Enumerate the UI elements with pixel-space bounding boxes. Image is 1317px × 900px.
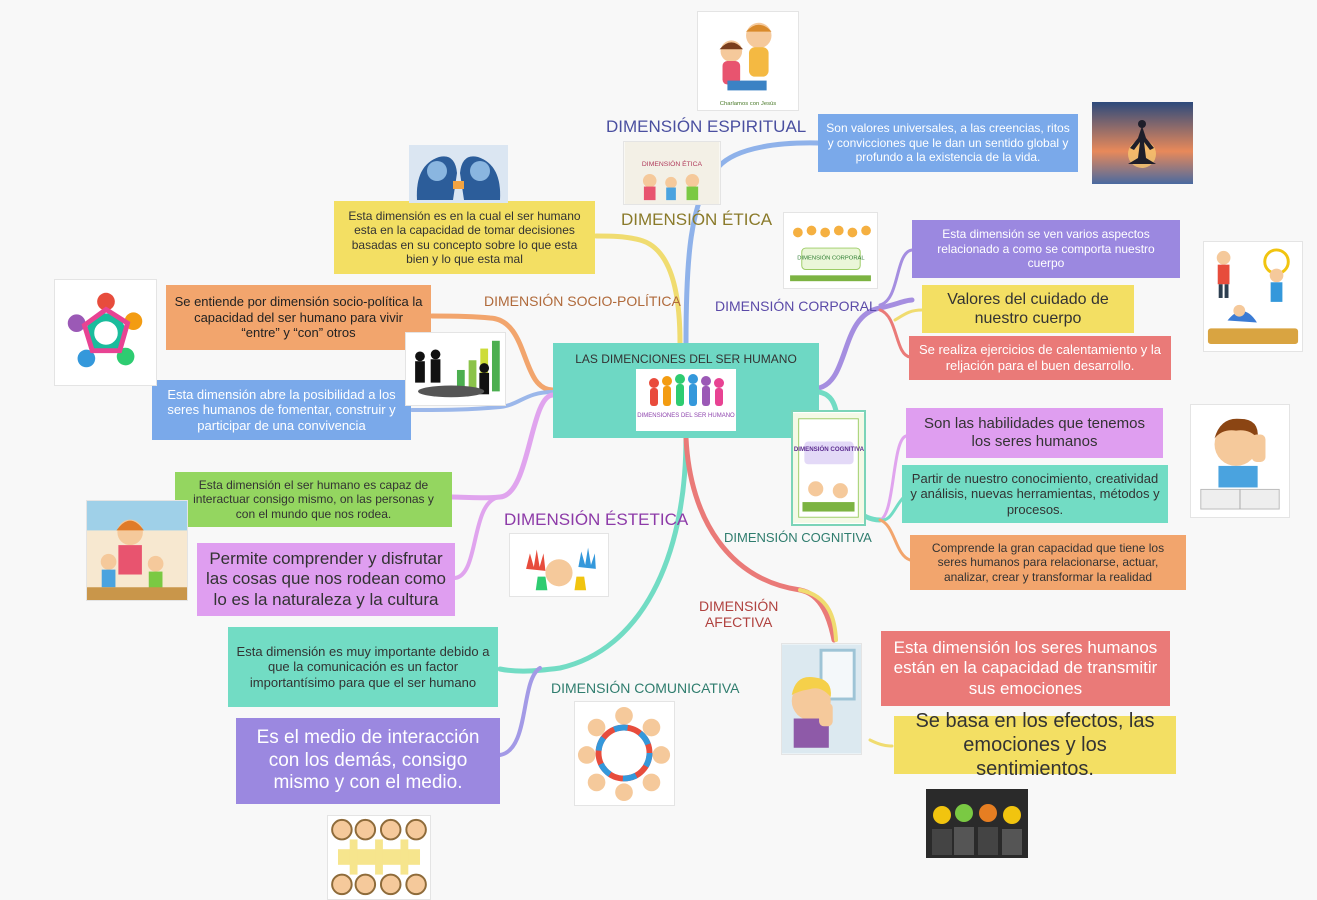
dim-etica-label[interactable]: DIMENSIÓN ÉTICA [621,210,773,229]
branch-afectiva-2 [798,588,838,642]
note-etica[interactable]: Esta dimensión es en la cual el ser huma… [334,201,595,274]
central-topic[interactable]: LAS DIMENCIONES DEL SER HUMANO DIMENSION… [553,343,819,438]
children-praying-icon: Charlamos con Jesús [697,11,799,111]
note-comunicativa-1[interactable]: Esta dimensión es muy importante debido … [228,627,498,707]
note-afectiva-2[interactable]: Se basa en los efectos, las emociones y … [894,710,1176,780]
note-socio-2[interactable]: Esta dimensión abre la posibilidad a los… [152,380,411,440]
kids-grid-icon [327,815,431,900]
brains-icon [409,145,508,203]
note-estetica-1[interactable]: Esta dimensión el ser humano es capaz de… [175,472,452,527]
ethics-kids-icon: DIMENSIÓN ÉTICA [623,141,721,205]
note-corporal-1[interactable]: Esta dimensión se ven varios aspectos re… [912,220,1180,278]
note-cognitiva-1[interactable]: Son las habilidades que tenemos los sere… [906,408,1163,458]
meditation-icon [1092,102,1193,184]
svg-text:DIMENSIÓN ÉTICA: DIMENSIÓN ÉTICA [642,159,703,168]
note-corporal-3[interactable]: Se realiza ejercicios de calentamiento y… [909,336,1171,380]
dim-corporal-label[interactable]: DIMENSIÓN CORPORAL [715,298,877,314]
dim-comunicativa-label[interactable]: DIMENSIÓN COMUNICATIVA [551,680,740,696]
branch-corporal-3 [878,308,912,359]
branch-comunicativa-2 [498,666,542,757]
people-group-logo-icon: DIMENSIONES DEL SER HUMANO [636,369,736,431]
branch-estetica-2 [453,495,502,580]
puzzle-people-icon [54,279,157,386]
note-afectiva-1[interactable]: Esta dimensión los seres humanos están e… [881,631,1170,706]
svg-text:DIMENSIÓN COGNITIVA: DIMENSIÓN COGNITIVA [794,445,864,453]
exercise-kids-icon [1203,241,1303,352]
note-comunicativa-2[interactable]: Es el medio de interacción con los demás… [236,718,500,804]
note-cognitiva-2[interactable]: Partir de nuestro conocimiento, creativi… [902,465,1168,523]
dim-cognitiva-label[interactable]: DIMENSIÓN COGNITIVA [724,530,872,545]
note-corporal-2[interactable]: Valores del cuidado de nuestro cuerpo [922,285,1134,333]
dim-socio-politica-label[interactable]: DIMENSIÓN SOCIO-POLÍTICA [484,293,681,309]
thinking-boy-icon [1190,404,1290,518]
family-icon [86,500,188,601]
branch-etica [593,233,683,346]
dim-espiritual-label[interactable]: DIMENSIÓN ESPIRITUAL [606,117,807,136]
note-cognitiva-3[interactable]: Comprende la gran capacidad que tiene lo… [910,535,1186,590]
corporal-logo-icon: DIMENSIÓN CORPORAL [783,212,878,289]
branch-corporal-2 [878,248,914,307]
svg-text:DIMENSIÓN CORPORAL: DIMENSIÓN CORPORAL [797,255,865,262]
svg-text:Charlamos con Jesús: Charlamos con Jesús [720,101,777,107]
meeting-chart-icon [405,332,506,406]
cognitive-book-icon: DIMENSIÓN COGNITIVA [791,410,866,526]
kids-circle-icon [574,701,675,806]
painted-hands-icon [509,533,609,597]
emoji-masks-icon [926,789,1028,858]
dim-estetica-label[interactable]: DIMENSIÓN ÉSTETICA [504,510,689,529]
center-logo-caption: DIMENSIONES DEL SER HUMANO [637,413,735,419]
note-socio-1[interactable]: Se entiende por dimensión socio-política… [166,285,431,350]
central-topic-title: LAS DIMENCIONES DEL SER HUMANO [575,352,797,366]
sad-boy-icon [781,643,862,755]
branch-corporal-4 [893,308,924,322]
branch-estetica [449,392,556,501]
dim-afectiva-label[interactable]: DIMENSIÓN AFECTIVA [699,598,779,631]
branch-cognitiva-4 [878,518,912,562]
note-estetica-2[interactable]: Permite comprender y disfrutar las cosas… [197,543,455,616]
note-espiritual[interactable]: Son valores universales, a las creencias… [818,114,1078,172]
branch-afectiva-3 [868,738,894,748]
branch-cognitiva-3 [878,495,906,522]
